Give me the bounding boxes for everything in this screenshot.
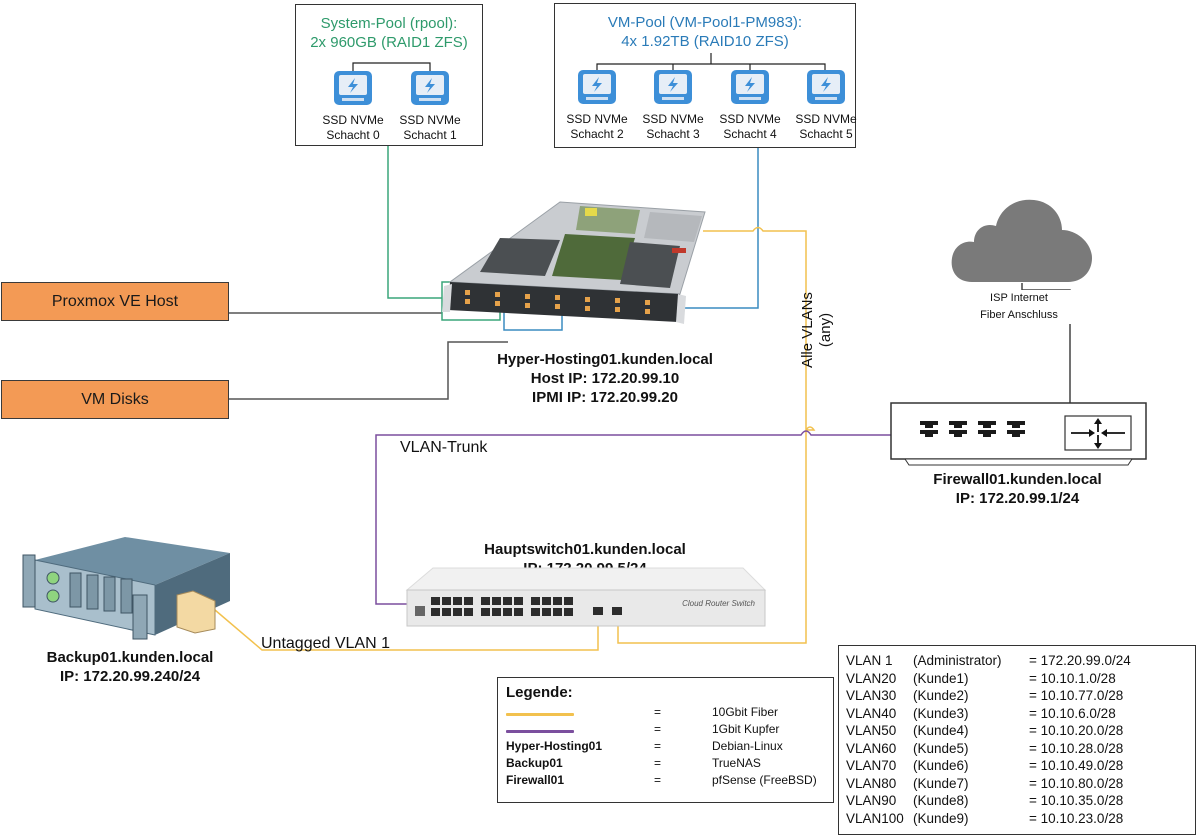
firewall-label: Firewall01.kunden.local IP: 172.20.99.1/… (900, 470, 1135, 508)
vm-pool-title: VM-Pool (VM-Pool1-PM983): 4x 1.92TB (RAI… (607, 14, 803, 50)
vlan-row: VLAN90(Kunde8)= 10.10.35.0/28 (846, 793, 1124, 808)
switch-device-image: Cloud Router Switch (405, 567, 767, 627)
firewall-name: Firewall01.kunden.local (933, 471, 1102, 488)
hyper-host-ipmi: IPMI IP: 172.20.99.20 (532, 389, 678, 406)
hyper-host-name: Hyper-Hosting01.kunden.local (497, 351, 713, 368)
legend-row: Firewall01 = pfSense (FreeBSD) (506, 773, 817, 787)
disk-schacht-5: SSD NVMe Schacht 5 (791, 68, 861, 142)
wire-system-pool (387, 144, 442, 299)
disk-schacht-0: SSD NVMe Schacht 0 (318, 69, 388, 143)
vlan-row: VLAN 1(Administrator)= 172.20.99.0/24 (846, 653, 1131, 668)
legend-row: = 10Gbit Fiber (506, 705, 826, 722)
backup-ip: IP: 172.20.99.240/24 (59, 668, 201, 685)
vlan-row: VLAN80(Kunde7)= 10.10.80.0/28 (846, 775, 1124, 791)
alle-vlans-label: Alle VLANs (any) (799, 292, 834, 368)
vm-disks-callout: VM Disks (1, 380, 229, 419)
fiber-swatch (506, 713, 574, 716)
wire-vm-disks-callout (228, 341, 508, 400)
cloud-icon (951, 199, 1092, 282)
ssd-icon (731, 70, 769, 104)
rack-server-image (442, 201, 706, 324)
router-arrows-icon (1071, 418, 1125, 449)
backup-label: Backup01.kunden.local IP: 172.20.99.240/… (10, 648, 250, 686)
untagged-vlan-label: Untagged VLAN 1 (261, 635, 390, 652)
vlan-row: VLAN50(Kunde4)= 10.10.20.0/28 (846, 723, 1124, 738)
system-pool-title: System-Pool (rpool): 2x 960GB (RAID1 ZFS… (310, 15, 468, 51)
ssd-icon (411, 71, 449, 105)
legend-box: Legende: = 10Gbit Fiber = 1Gbit Kupfer H… (497, 677, 834, 803)
system-pool-raid-connector (352, 62, 431, 73)
ssd-icon (654, 70, 692, 104)
firewall-ip: IP: 172.20.99.1/24 (955, 490, 1080, 507)
system-pool-box: System-Pool (rpool): 2x 960GB (RAID1 ZFS… (295, 4, 483, 146)
legend-title: Legende: (506, 684, 573, 701)
disk-schacht-3: SSD NVMe Schacht 3 (638, 68, 708, 142)
vlan-row: VLAN60(Kunde5)= 10.10.28.0/28 (846, 740, 1124, 756)
hyper-host-ip: Host IP: 172.20.99.10 (530, 370, 680, 387)
isp-label: ISP Internet Fiber Anschluss (964, 290, 1074, 324)
vlan-row: VLAN100(Kunde9)= 10.10.23.0/28 (846, 810, 1124, 826)
legend-row: = 1Gbit Kupfer (506, 722, 826, 739)
backup-name: Backup01.kunden.local (46, 649, 214, 666)
switch-brand-text: Cloud Router Switch (682, 599, 755, 608)
vlan-row: VLAN70(Kunde6)= 10.10.49.0/28 (846, 758, 1124, 773)
vlan-table: VLAN 1(Administrator)= 172.20.99.0/24 VL… (838, 645, 1196, 835)
ssd-icon (334, 71, 372, 105)
firewall-device-icon (890, 402, 1147, 466)
copper-swatch (506, 730, 574, 733)
vlan-row: VLAN30(Kunde2)= 10.10.77.0/28 (846, 688, 1124, 703)
legend-row: Hyper-Hosting01 = Debian-Linux (506, 739, 783, 753)
wire-copper-trunk (375, 430, 928, 605)
legend-row: Backup01 = TrueNAS (506, 756, 761, 770)
vlan-row: VLAN20(Kunde1)= 10.10.1.0/28 (846, 670, 1116, 686)
disk-schacht-4: SSD NVMe Schacht 4 (715, 68, 785, 142)
vlan-row: VLAN40(Kunde3)= 10.10.6.0/28 (846, 705, 1116, 721)
proxmox-host-callout: Proxmox VE Host (1, 282, 229, 321)
port-icons (920, 421, 1025, 437)
hyper-host-label: Hyper-Hosting01.kunden.local Host IP: 17… (455, 350, 755, 407)
backup-server-icon (22, 537, 230, 640)
ssd-icon (578, 70, 616, 104)
ssd-icon (807, 70, 845, 104)
vlan-trunk-label: VLAN-Trunk (400, 439, 488, 456)
disk-schacht-1: SSD NVMe Schacht 1 (395, 69, 465, 143)
switch-ports (415, 597, 622, 616)
disk-schacht-2: SSD NVMe Schacht 2 (562, 68, 632, 142)
vm-pool-box: VM-Pool (VM-Pool1-PM983): 4x 1.92TB (RAI… (554, 3, 857, 148)
switch-name: Hauptswitch01.kunden.local (484, 541, 686, 558)
wire-fiber-server-switch (617, 226, 816, 644)
wire-fiber-backup-switch (214, 609, 599, 651)
